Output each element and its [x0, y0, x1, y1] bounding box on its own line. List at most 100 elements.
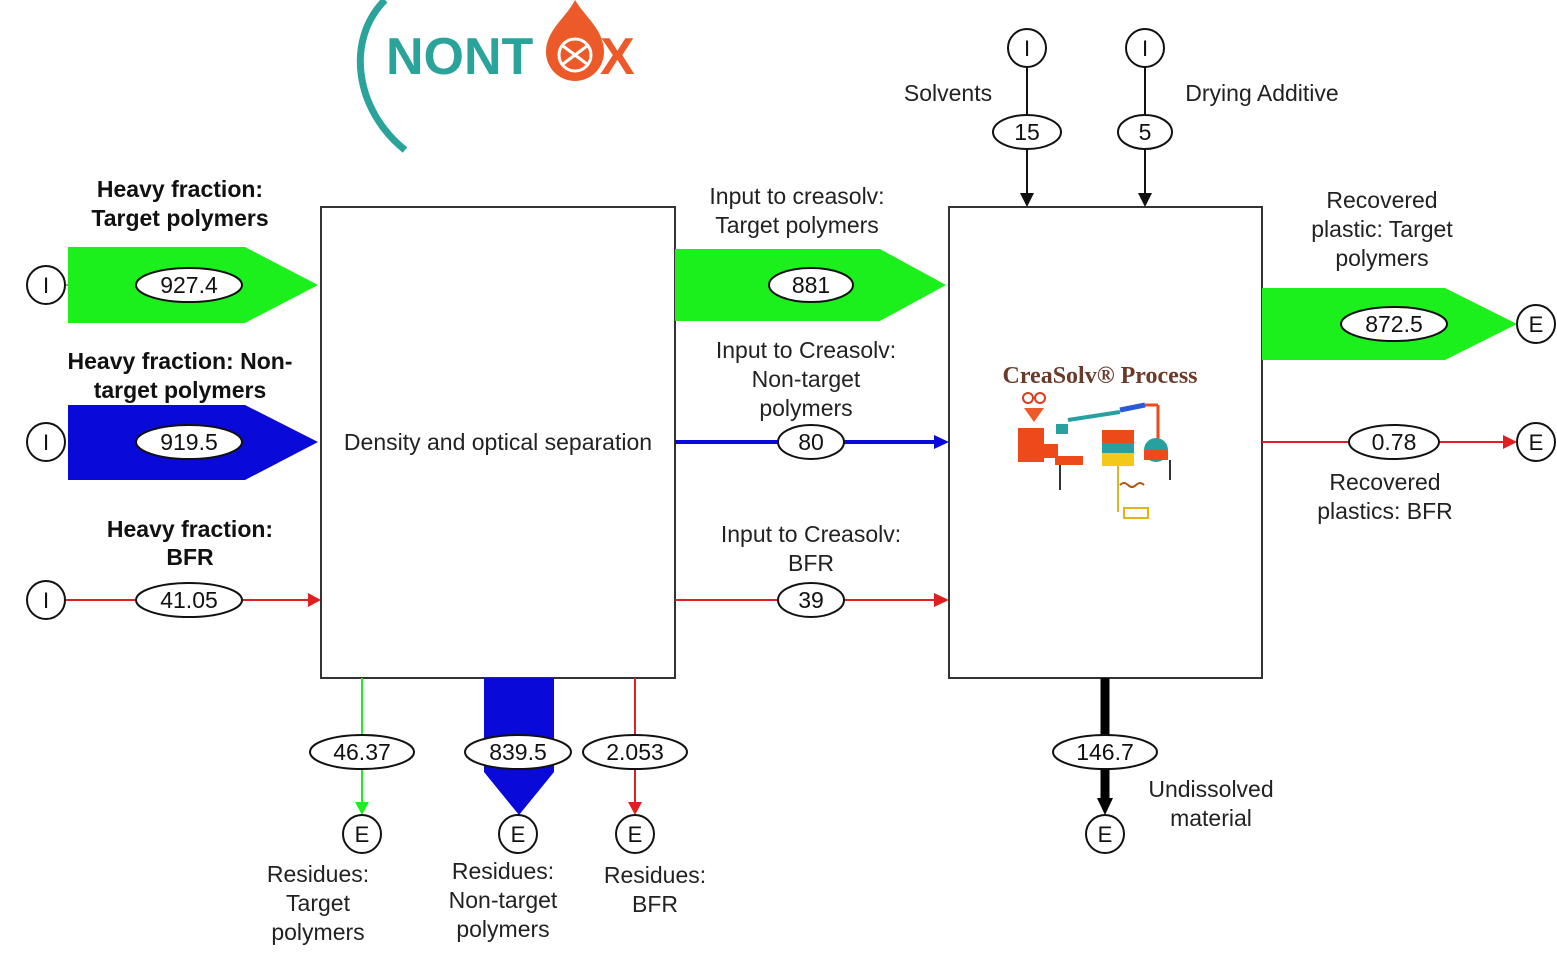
flow-residues-target-value: 46.37 — [333, 739, 391, 765]
node-input-heavy-nontarget: I — [26, 422, 66, 462]
flow-heavy-bfr-label-1: Heavy fraction: — [107, 516, 273, 542]
flow-residues-target-label-3: polymers — [271, 919, 364, 945]
value-oval — [777, 582, 845, 618]
arrowhead-red — [628, 802, 642, 815]
value-oval — [1117, 114, 1173, 150]
creasolv-box-title: CreaSolv® Process — [1002, 363, 1197, 389]
separation-box — [320, 206, 676, 679]
flow-creasolv-nontarget-label-2: Non-target — [752, 366, 861, 392]
flow-residues-target-label-1: Residues: — [267, 861, 369, 887]
flow-creasolv-bfr-value: 39 — [798, 587, 824, 613]
flow-residues-bfr-label-2: BFR — [632, 891, 678, 917]
flow-recovered-target-value: 872.5 — [1365, 311, 1423, 337]
logo-drop-icon — [546, 0, 604, 81]
value-oval — [1348, 424, 1440, 460]
flow-drying-additive-label: Drying Additive — [1185, 80, 1338, 106]
arrowhead-black — [1097, 798, 1113, 815]
flow-recovered-bfr-value: 0.78 — [1372, 429, 1417, 455]
flow-creasolv-nontarget-value: 80 — [798, 429, 824, 455]
value-oval — [135, 424, 243, 460]
flow-undissolved-label-1: Undissolved — [1148, 776, 1273, 802]
node-exit-label: E — [1529, 312, 1544, 337]
node-exit-recovered-target: E — [1516, 304, 1556, 344]
flow-residues-nontarget-label-1: Residues: — [452, 858, 554, 884]
value-oval — [464, 734, 572, 770]
node-input-heavy-target: I — [26, 265, 66, 305]
node-exit-residues-nontarget: E — [498, 814, 538, 854]
arrowhead-green — [355, 802, 369, 815]
arrowhead-red — [308, 593, 321, 607]
flow-creasolv-nontarget-label-3: polymers — [759, 395, 852, 421]
flow-heavy-nontarget-label-2: target polymers — [94, 377, 267, 403]
node-exit-label: E — [511, 822, 526, 847]
node-exit-undissolved: E — [1085, 814, 1125, 854]
arrowhead-black — [1020, 193, 1034, 207]
flow-residues-bfr-value: 2.053 — [606, 739, 664, 765]
flow-creasolv-bfr-label-1: Input to Creasolv: — [721, 521, 901, 547]
logo-arc — [356, 0, 408, 153]
flow-recovered-bfr-label-1: Recovered — [1329, 469, 1440, 495]
value-oval — [1340, 306, 1448, 342]
flow-creasolv-target-label-2: Target polymers — [715, 212, 879, 238]
flow-heavy-bfr-label-2: BFR — [166, 544, 214, 570]
value-oval — [992, 114, 1062, 150]
node-input-label: I — [1024, 36, 1030, 61]
value-oval — [135, 267, 243, 303]
flow-creasolv-nontarget-label-1: Input to Creasolv: — [716, 337, 896, 363]
node-exit-residues-target: E — [342, 814, 382, 854]
logo-text-nont: NONT — [386, 28, 534, 86]
flow-heavy-target-label-2: Target polymers — [91, 205, 268, 231]
flow-creasolv-target-label-1: Input to creasolv: — [709, 183, 884, 209]
flow-creasolv-bfr-label-2: BFR — [788, 550, 834, 576]
arrowhead-black — [1138, 193, 1152, 207]
flow-heavy-bfr-value: 41.05 — [160, 587, 218, 613]
value-oval — [1052, 734, 1158, 770]
flow-undissolved-value: 146.7 — [1076, 739, 1134, 765]
flow-recovered-target-label-2: plastic: Target — [1311, 216, 1453, 242]
node-exit-label: E — [355, 822, 370, 847]
node-input-label: I — [43, 430, 49, 455]
node-input-solvents: I — [1007, 28, 1047, 68]
arrowhead-red — [934, 593, 949, 607]
flow-residues-nontarget-value: 839.5 — [489, 739, 547, 765]
flow-solvents-label: Solvents — [904, 80, 992, 106]
node-input-heavy-bfr: I — [26, 580, 66, 620]
flow-heavy-target-label-1: Heavy fraction: — [97, 176, 263, 202]
node-input-label: I — [43, 588, 49, 613]
value-oval — [135, 582, 243, 618]
node-exit-label: E — [1529, 430, 1544, 455]
creasolv-process-illustration — [1018, 392, 1171, 519]
flow-drying-additive-value: 5 — [1139, 119, 1152, 145]
flow-recovered-target-label-3: polymers — [1335, 245, 1428, 271]
flow-recovered-target-label-1: Recovered — [1326, 187, 1437, 213]
flow-residues-target-label-2: Target — [286, 890, 351, 916]
node-input-label: I — [1142, 36, 1148, 61]
node-exit-recovered-bfr: E — [1516, 422, 1556, 462]
arrowhead-red — [1503, 435, 1517, 449]
node-input-drying-additive: I — [1125, 28, 1165, 68]
flow-residues-bfr-label-1: Residues: — [604, 862, 706, 888]
flow-recovered-bfr-label-2: plastics: BFR — [1317, 498, 1452, 524]
flow-heavy-nontarget-value: 919.5 — [160, 429, 218, 455]
arrowhead-blue — [934, 435, 949, 449]
flow-residues-nontarget-label-2: Non-target — [449, 887, 558, 913]
value-oval — [768, 267, 854, 303]
node-input-label: I — [43, 273, 49, 298]
value-oval — [309, 734, 415, 770]
flow-solvents-value: 15 — [1014, 119, 1040, 145]
separation-box-label: Density and optical separation — [344, 429, 652, 455]
node-exit-label: E — [628, 822, 643, 847]
logo-text-x: X — [600, 28, 635, 86]
flow-heavy-nontarget-label-1: Heavy fraction: Non- — [68, 348, 293, 374]
value-oval — [582, 734, 688, 770]
node-exit-label: E — [1098, 822, 1113, 847]
value-oval — [777, 424, 845, 460]
flow-heavy-target-value: 927.4 — [160, 272, 218, 298]
node-exit-residues-bfr: E — [615, 814, 655, 854]
nontox-logo: NONT X — [356, 0, 635, 153]
flow-residues-nontarget-label-3: polymers — [456, 916, 549, 942]
flow-creasolv-target-value: 881 — [792, 272, 830, 298]
flow-undissolved-label-2: material — [1170, 805, 1252, 831]
